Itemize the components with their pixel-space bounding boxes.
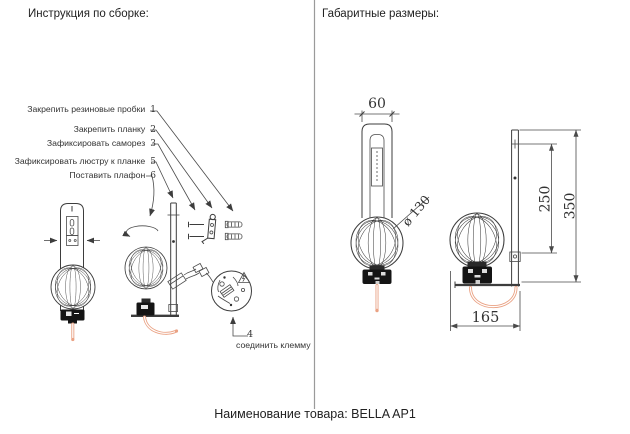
step-label: Зафиксировать люстру к планке bbox=[14, 156, 146, 166]
diameter-leader bbox=[392, 196, 430, 230]
wall-plug-icon bbox=[224, 220, 243, 241]
dim-depth-165: 165 bbox=[471, 310, 500, 326]
step-1: Закрепить резиновые пробки 1 bbox=[0, 104, 156, 115]
power-wire bbox=[469, 286, 518, 309]
leader-lines bbox=[146, 110, 248, 337]
dim-height-350: 350 bbox=[562, 192, 579, 220]
lamp-front-view bbox=[44, 203, 100, 342]
dim-front-view bbox=[347, 110, 430, 313]
step-4-number: 4 bbox=[247, 329, 254, 340]
terminal-box bbox=[167, 272, 187, 290]
mesh-shade bbox=[122, 243, 170, 293]
screw-icon bbox=[188, 221, 204, 240]
dim-side-view bbox=[446, 129, 581, 331]
warning-triangle-icon bbox=[237, 271, 251, 283]
right-panel-title: Габаритные размеры: bbox=[322, 8, 440, 20]
lamp-base bbox=[60, 309, 85, 321]
dimension-diagram bbox=[347, 110, 581, 331]
step4-leader bbox=[230, 316, 248, 337]
left-panel-title: Инструкция по сборке: bbox=[28, 8, 149, 20]
rotation-arrow-icon bbox=[122, 225, 159, 237]
step-3: Зафиксировать саморез 3 bbox=[0, 138, 156, 149]
step-label: Закрепить планку bbox=[73, 124, 146, 134]
power-wire bbox=[143, 315, 177, 335]
step-number: 1 bbox=[150, 105, 156, 115]
step-label: Поставить плафон bbox=[69, 170, 146, 180]
step-number: 5 bbox=[150, 157, 156, 167]
step-6: Поставить плафон 6 bbox=[0, 170, 156, 181]
step-number: 3 bbox=[150, 139, 156, 149]
step-5: Зафиксировать люстру к планке 5 bbox=[0, 156, 156, 167]
lightning-icon bbox=[242, 274, 246, 282]
hardware-parts bbox=[188, 213, 243, 245]
lamp-side-view bbox=[122, 202, 214, 335]
dim-height-250: 250 bbox=[537, 185, 554, 213]
mesh-shade bbox=[48, 261, 98, 313]
mounting-strip-icon bbox=[201, 213, 217, 245]
product-name-value: BELLA AP1 bbox=[351, 407, 416, 421]
assembly-diagram bbox=[44, 110, 252, 342]
step-number: 2 bbox=[150, 125, 156, 135]
step-number: 6 bbox=[150, 171, 156, 181]
dim-width-60: 60 bbox=[368, 96, 386, 112]
detail-circle-terminal bbox=[211, 270, 252, 312]
step-label: Закрепить резиновые пробки bbox=[27, 104, 146, 114]
product-name-line: Наименование товара: BELLA AP1 bbox=[0, 407, 630, 421]
step-4-label: соединить клемму bbox=[236, 340, 311, 350]
step-2: Закрепить планку 2 bbox=[0, 124, 156, 135]
product-name-label: Наименование товара: bbox=[214, 407, 348, 421]
step-label: Зафиксировать саморез bbox=[46, 138, 146, 148]
